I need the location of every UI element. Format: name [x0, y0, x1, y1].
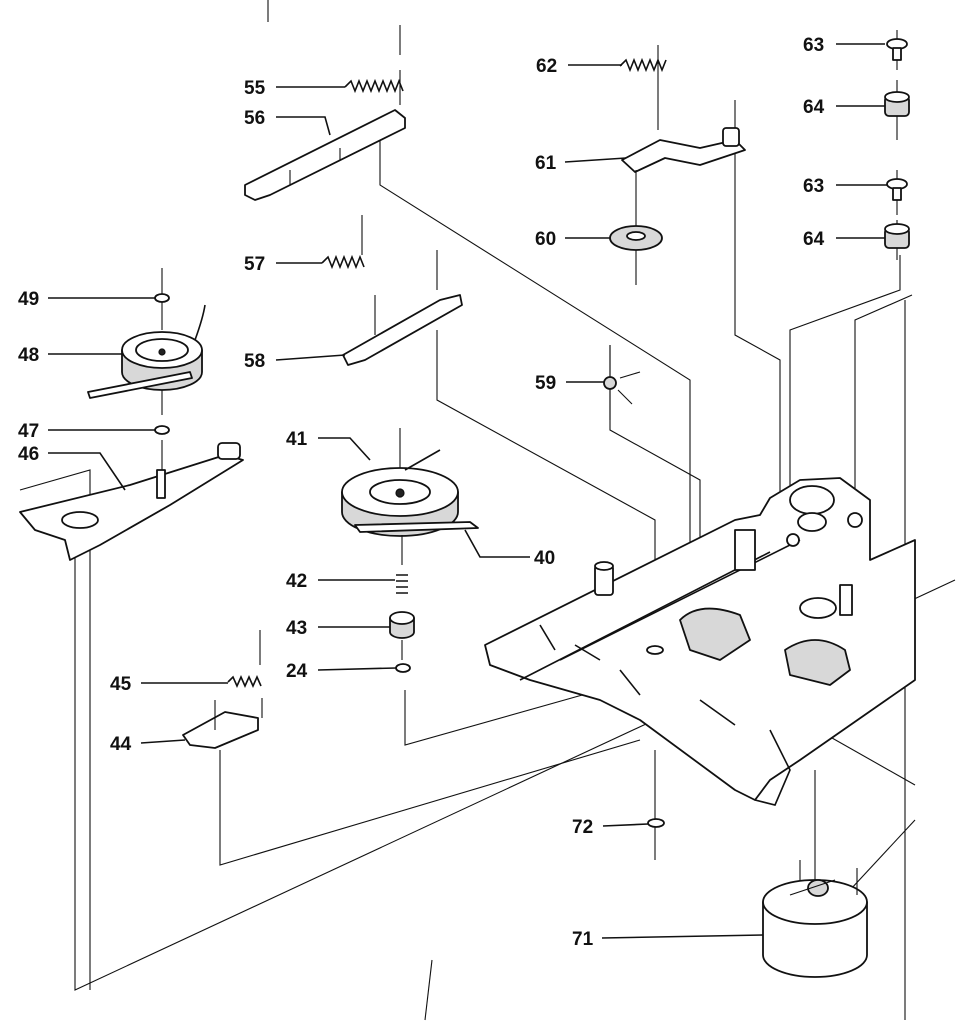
part-40-belt: [354, 521, 479, 533]
mechanism-chassis: [484, 477, 916, 806]
part-61-lever: [621, 95, 746, 200]
part-64-roller-top: [884, 80, 910, 140]
part-48-pulley: [87, 304, 206, 415]
part-44-bracket: [182, 698, 263, 749]
part-63-screw-top: [886, 30, 908, 70]
label-43: 43: [286, 618, 307, 639]
part-63-screw-lower: [886, 170, 908, 215]
part-55-spring: [344, 25, 404, 94]
label-56: 56: [244, 108, 265, 129]
part-56-slide-plate: [244, 70, 406, 201]
part-number-labels: 63 64 63 64 62 61 60 59 55 56 57 58 49 4…: [18, 35, 825, 950]
label-64a: 64: [803, 97, 825, 118]
part-64-roller-lower: [884, 220, 910, 260]
part-46-arm: [19, 442, 244, 561]
part-42-spring: [396, 535, 408, 594]
part-71-motor: [762, 860, 868, 978]
label-44: 44: [110, 734, 132, 755]
label-49: 49: [18, 289, 39, 310]
part-41-reel: [341, 428, 459, 537]
part-59-screw: [603, 345, 641, 420]
label-47: 47: [18, 421, 39, 442]
part-45-spring: [227, 630, 262, 688]
label-64b: 64: [803, 229, 825, 250]
label-46: 46: [18, 444, 39, 465]
label-55: 55: [244, 78, 266, 99]
label-45: 45: [110, 674, 132, 695]
part-58-slide-plate: [342, 250, 463, 366]
label-60: 60: [535, 229, 556, 250]
label-48: 48: [18, 345, 39, 366]
label-61: 61: [535, 153, 557, 174]
label-57: 57: [244, 254, 265, 275]
label-42: 42: [286, 571, 307, 592]
part-24-washer: [395, 663, 411, 673]
label-63b: 63: [803, 176, 824, 197]
part-60-washer: [609, 200, 663, 285]
part-72-washer: [647, 818, 665, 828]
label-58: 58: [244, 351, 265, 372]
label-24: 24: [286, 661, 308, 682]
part-43-bushing: [389, 611, 415, 660]
label-71: 71: [572, 929, 594, 950]
part-57-spring: [321, 215, 365, 270]
label-72: 72: [572, 817, 593, 838]
label-40: 40: [534, 548, 555, 569]
part-47-washer: [154, 425, 170, 470]
leader-lines: [48, 43, 887, 939]
part-49-washer: [154, 268, 170, 330]
label-62: 62: [536, 56, 557, 77]
label-41: 41: [286, 429, 308, 450]
label-59: 59: [535, 373, 556, 394]
label-63a: 63: [803, 35, 824, 56]
part-62-spring: [619, 45, 667, 95]
